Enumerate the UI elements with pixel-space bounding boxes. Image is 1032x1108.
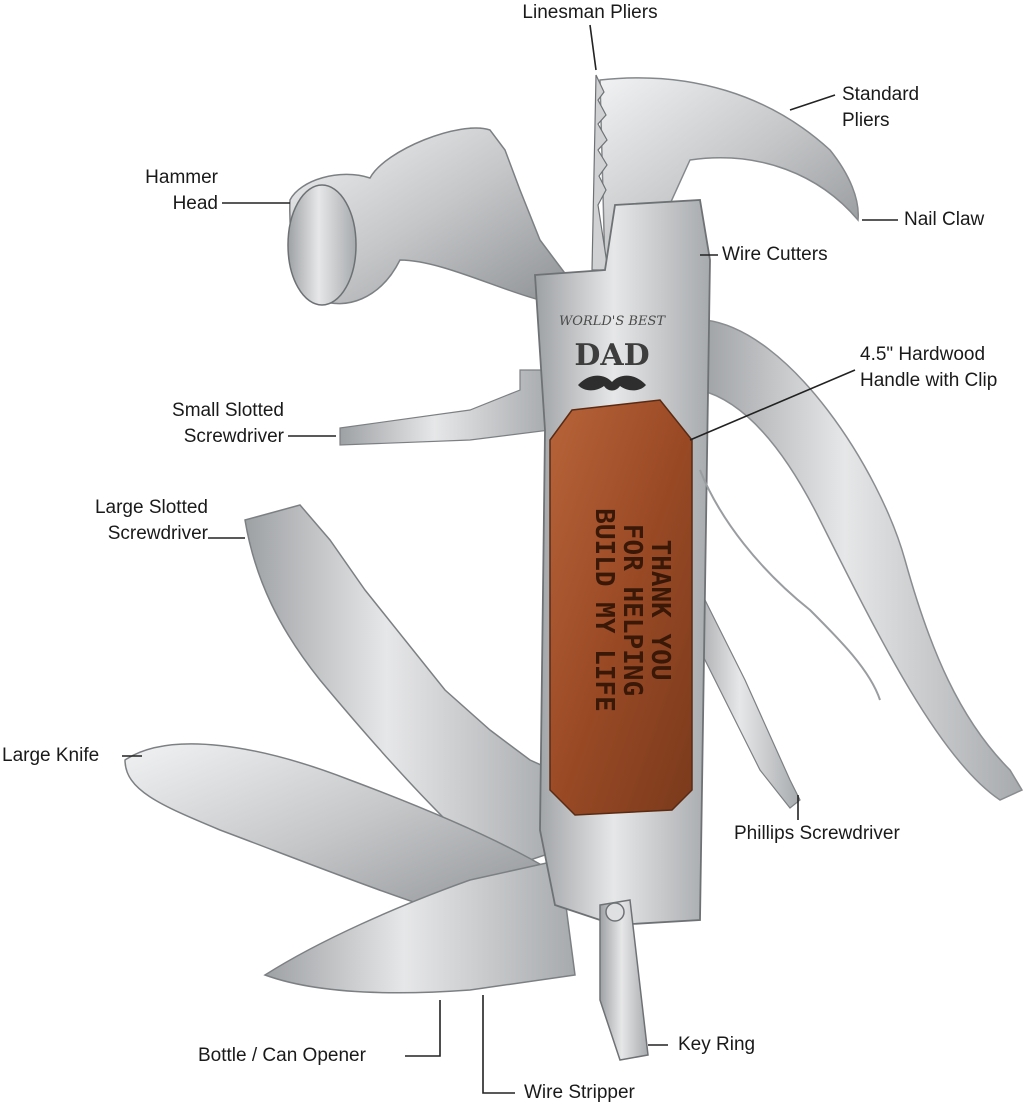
callout-standard-pliers-line2: Pliers bbox=[842, 110, 890, 131]
callout-hardwood-handle-line2: Handle with Clip bbox=[860, 370, 998, 391]
callout-small-slotted-line1: Small Slotted bbox=[172, 400, 284, 421]
callout-bottle-opener: Bottle / Can Opener bbox=[198, 1045, 366, 1066]
callout-hammer-head-line1: Hammer bbox=[145, 167, 218, 188]
phillips-screwdriver-part bbox=[689, 599, 801, 809]
clip-wire bbox=[699, 469, 881, 701]
leader-lines bbox=[122, 24, 898, 1094]
leader-linesman bbox=[589, 24, 597, 71]
engraving-line2: FOR HELPING bbox=[617, 524, 647, 696]
callout-nail-claw: Nail Claw bbox=[904, 209, 985, 230]
callout-small-slotted-line2: Screwdriver bbox=[183, 426, 284, 447]
callout-standard-pliers: Standard Pliers bbox=[842, 82, 919, 134]
callout-hardwood-handle: 4.5" Hardwood Handle with Clip bbox=[860, 342, 997, 394]
leader-wire-stripper bbox=[482, 995, 515, 1094]
engraving: THANK YOU FOR HELPING BUILD MY LIFE bbox=[589, 508, 675, 712]
callout-hammer-head: Hammer Head bbox=[110, 165, 218, 217]
badge: WORLD'S BEST DAD bbox=[559, 314, 666, 391]
engraving-line3: BUILD MY LIFE bbox=[589, 508, 619, 712]
leader-standard-pliers bbox=[789, 94, 836, 111]
badge-main-text: DAD bbox=[574, 338, 649, 373]
callout-large-slotted-line1: Large Slotted bbox=[94, 497, 208, 518]
hammer-face bbox=[287, 184, 357, 306]
key-ring-rivet bbox=[605, 902, 625, 922]
plier-arm-right bbox=[699, 319, 1024, 801]
callout-hammer-head-line2: Head bbox=[172, 193, 218, 214]
hardwood-inlay bbox=[549, 399, 693, 816]
leader-bottle-opener bbox=[405, 1000, 441, 1057]
engraving-line1: THANK YOU bbox=[645, 540, 675, 681]
leader-hardwood bbox=[689, 369, 856, 441]
small-slotted-screwdriver-part bbox=[339, 369, 551, 446]
callout-standard-pliers-line1: Standard bbox=[842, 84, 920, 105]
callout-key-ring: Key Ring bbox=[678, 1034, 756, 1055]
callout-linesman-pliers: Linesman Pliers bbox=[522, 2, 658, 23]
mustache-icon bbox=[578, 375, 646, 391]
badge-arc-text: WORLD'S BEST bbox=[559, 314, 666, 329]
key-ring-part bbox=[599, 899, 649, 1061]
callout-phillips-screwdriver: Phillips Screwdriver bbox=[734, 823, 900, 844]
callout-large-knife: Large Knife bbox=[2, 745, 100, 766]
nail-claw-part bbox=[599, 77, 859, 271]
callout-small-slotted-screwdriver: Small Slotted Screwdriver bbox=[140, 398, 284, 450]
callout-large-slotted-line2: Screwdriver bbox=[107, 523, 208, 544]
callout-hardwood-handle-line1: 4.5" Hardwood bbox=[860, 344, 986, 365]
callout-large-slotted-screwdriver: Large Slotted Screwdriver bbox=[60, 495, 208, 547]
callout-wire-stripper: Wire Stripper bbox=[524, 1082, 635, 1103]
callout-wire-cutters: Wire Cutters bbox=[722, 244, 828, 265]
